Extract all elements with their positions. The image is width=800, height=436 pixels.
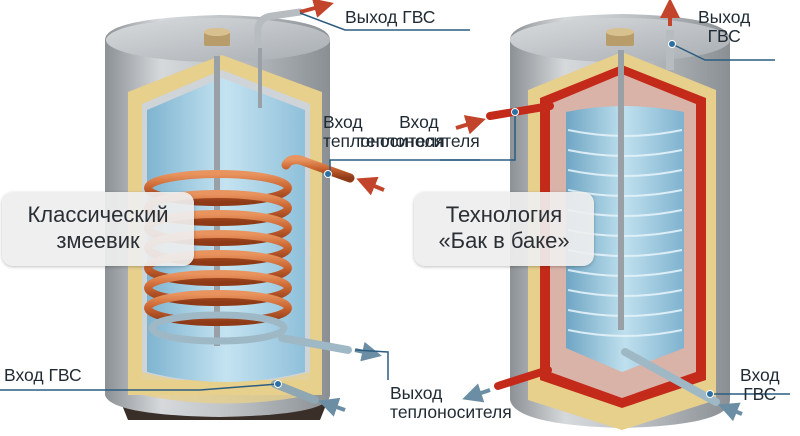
label-coolant-out-line1: Выход	[390, 383, 443, 403]
arrow-right-cold-in	[718, 402, 743, 422]
leader-lines	[0, 12, 790, 395]
right-callout-line2: «Бак в баке»	[438, 228, 570, 253]
arrow-left-hot-out	[299, 0, 334, 18]
copper-coil	[144, 155, 355, 345]
flow-arrows	[299, 0, 743, 422]
label-right-hot-out-line2: ГВС	[707, 26, 741, 46]
label-right-hot-out: Выход ГВС	[698, 8, 750, 46]
label-right-coolant-in-line1: Вход	[399, 112, 439, 132]
label-left-cold-in-text: Вход ГВС	[4, 365, 82, 385]
right-tank	[486, 14, 730, 430]
label-right-coolant-in-line2: теплоносителя	[358, 131, 480, 151]
label-left-cold-in: Вход ГВС	[4, 366, 82, 385]
label-left-hot-out-text: Выход ГВС	[345, 7, 436, 27]
right-callout-line1: Технология	[445, 202, 563, 227]
arrow-right-coolant-in	[455, 115, 486, 135]
label-right-coolant-in: Вход теплоносителя	[358, 113, 480, 151]
label-left-coolant-in-line1: Вход	[323, 112, 363, 132]
label-left-coolant-in-line2: теплоносителя	[323, 131, 445, 151]
left-tank	[105, 8, 355, 420]
arrow-right-coolant-out	[462, 383, 491, 403]
left-callout-line2: змеевик	[56, 228, 140, 253]
label-left-coolant-in: Вход теплоносителя	[323, 113, 445, 151]
label-coolant-out: Выход теплоносителя	[390, 384, 512, 422]
arrow-left-cold-in	[318, 397, 346, 417]
left-callout: Классический змеевик	[2, 192, 194, 266]
right-callout: Технология «Бак в баке»	[414, 192, 594, 266]
label-right-cold-in: Вход ГВС	[740, 366, 780, 404]
left-callout-line1: Классический	[27, 202, 169, 227]
leader-dots	[274, 40, 714, 398]
label-left-hot-out: Выход ГВС	[345, 8, 435, 27]
label-coolant-out-line2: теплоносителя	[390, 402, 512, 422]
label-right-hot-out-line1: Выход	[698, 7, 751, 27]
label-right-cold-in-line2: ГВС	[743, 384, 777, 404]
arrow-left-coolant-in	[356, 176, 385, 196]
label-right-cold-in-line1: Вход	[740, 365, 780, 385]
